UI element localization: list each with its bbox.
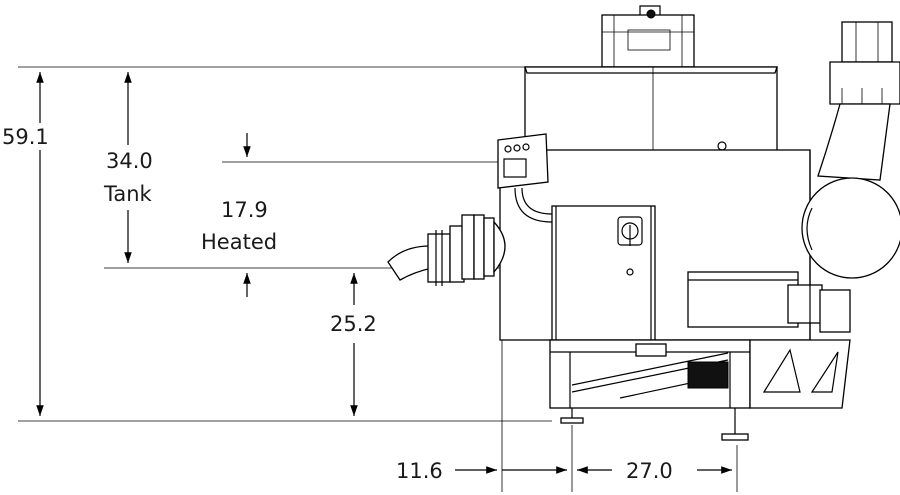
inlet-pipe	[387, 214, 506, 286]
label-heated: Heated	[201, 230, 277, 254]
blower-assembly	[801, 21, 900, 333]
machine-drawing	[387, 5, 900, 441]
label-front-offset: 11.6	[396, 459, 443, 483]
dimension-labels: 59.1 34.0 Tank 17.9 Heated 25.2 11.6 27.…	[2, 125, 673, 483]
label-tank-height: 34.0	[106, 149, 153, 173]
label-heated-height: 17.9	[221, 198, 268, 222]
label-foot-spacing: 27.0	[626, 459, 673, 483]
leveling-feet	[560, 408, 749, 441]
tank-hopper	[524, 5, 778, 153]
label-overall-height: 59.1	[2, 125, 49, 149]
base-frame	[549, 339, 851, 409]
heater-body	[499, 149, 823, 341]
label-tank: Tank	[103, 182, 153, 206]
control-panel	[497, 133, 553, 223]
dimension-lines	[18, 66, 738, 492]
label-inlet-height: 25.2	[330, 312, 377, 336]
